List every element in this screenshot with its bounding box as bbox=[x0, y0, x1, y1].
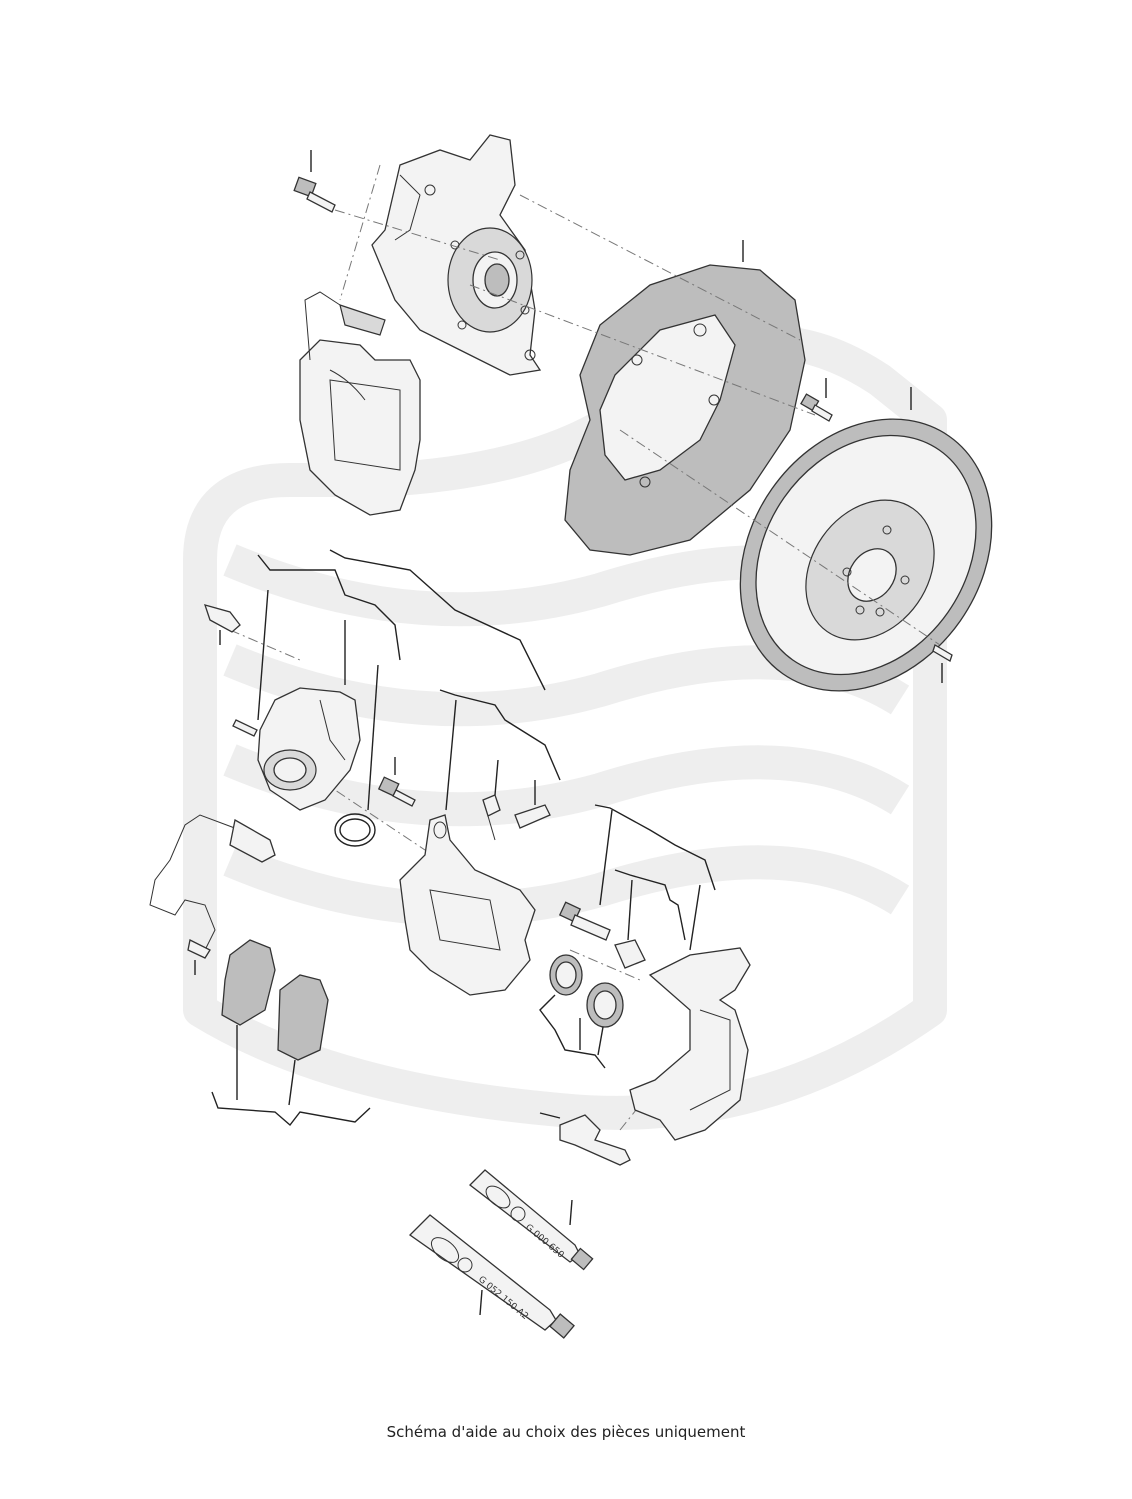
piston-seals bbox=[549, 954, 624, 1028]
wear-sensor-cable bbox=[149, 814, 276, 975]
o-ring bbox=[334, 813, 376, 847]
guide-pin bbox=[558, 901, 611, 941]
lower-brake-caliper bbox=[399, 814, 536, 996]
sensor-plug bbox=[203, 604, 241, 645]
disc-screw bbox=[932, 644, 953, 683]
guide-boot bbox=[614, 939, 646, 969]
bleed-valve bbox=[482, 794, 551, 841]
diagram-caption: Schéma d'aide au choix des pièces unique… bbox=[386, 1423, 746, 1441]
parking-brake-motor bbox=[257, 687, 361, 811]
anti-rattle-spring bbox=[539, 1112, 631, 1166]
dust-shield-bolt bbox=[800, 378, 833, 422]
brake-disc bbox=[739, 387, 993, 692]
caliper-bolt bbox=[377, 757, 416, 807]
motor-screw bbox=[232, 719, 258, 737]
brake-pads bbox=[211, 939, 371, 1127]
callout-lines bbox=[257, 549, 716, 1069]
caliper-carrier bbox=[629, 947, 751, 1141]
wheel-hub-carrier bbox=[371, 134, 542, 376]
brake-dust-shield bbox=[564, 240, 806, 556]
wheel-hub-bolt bbox=[293, 150, 336, 213]
upper-brake-caliper bbox=[299, 291, 421, 516]
grease-tube-upper: G 000 650 bbox=[469, 1169, 594, 1271]
assembly-lines bbox=[229, 164, 941, 1131]
